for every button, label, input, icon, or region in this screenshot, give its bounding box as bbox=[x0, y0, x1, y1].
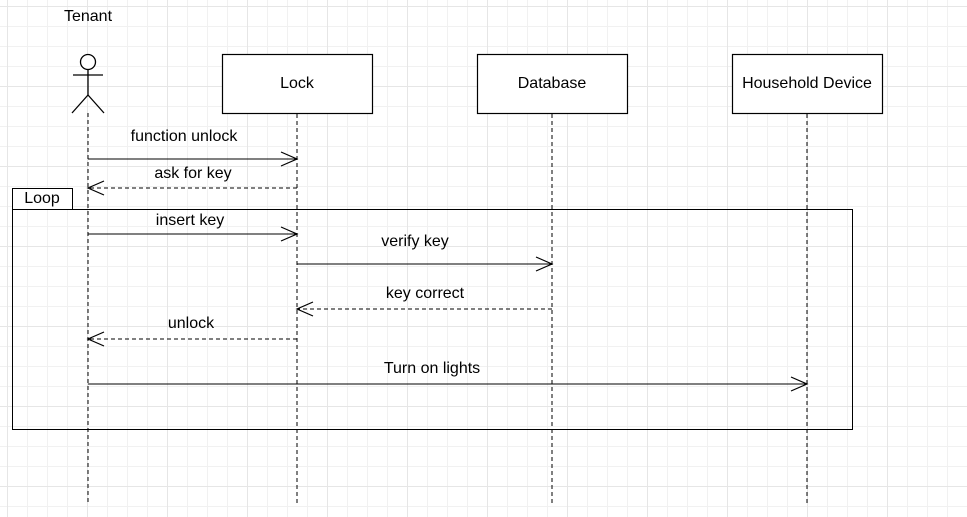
message-label-unlock: unlock bbox=[167, 315, 215, 332]
participant-label-database: Database bbox=[517, 75, 587, 92]
message-label-key-correct: key correct bbox=[385, 285, 465, 302]
loop-fragment-frame bbox=[12, 209, 853, 430]
message-label-function-unlock: function unlock bbox=[130, 128, 238, 145]
message-label-ask-for-key: ask for key bbox=[154, 165, 232, 182]
actor-label-tenant: Tenant bbox=[63, 8, 113, 25]
participant-box-household-device bbox=[731, 53, 884, 115]
tenant-actor-icon bbox=[71, 53, 105, 114]
message-label-turn-on-lights: Turn on lights bbox=[383, 360, 481, 377]
loop-fragment-tab bbox=[12, 188, 73, 210]
participant-box-database bbox=[476, 53, 629, 115]
message-label-verify-key: verify key bbox=[381, 233, 449, 250]
participant-label-household-device: Household Device bbox=[742, 75, 872, 92]
loop-fragment-label: Loop bbox=[24, 190, 60, 207]
participant-label-lock: Lock bbox=[280, 75, 314, 92]
message-label-insert-key: insert key bbox=[155, 212, 225, 229]
participant-box-lock bbox=[221, 53, 374, 115]
